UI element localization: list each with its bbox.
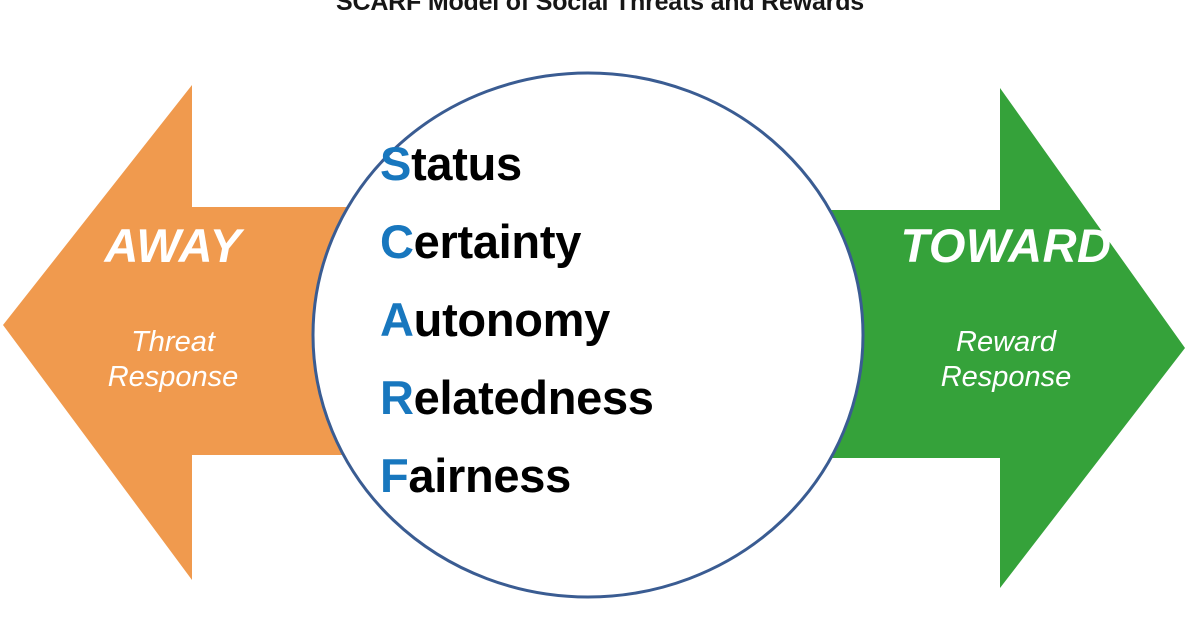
scarf-rest-autonomy: utonomy (413, 293, 611, 346)
toward-heading: TOWARD (900, 219, 1112, 272)
scarf-rest-relatedness: elatedness (413, 371, 654, 424)
away-heading: AWAY (104, 219, 242, 272)
scarf-item-certainty: Certainty (380, 218, 800, 265)
scarf-initial-r: R (380, 371, 414, 424)
scarf-initial-c: C (380, 215, 414, 268)
away-arrow-label-group: AWAY Threat Response (48, 222, 298, 396)
toward-subtitle-line2: Response (940, 361, 1072, 394)
scarf-initial-a: A (380, 293, 414, 346)
toward-arrow-label-group: TOWARD Reward Response (872, 222, 1140, 396)
scarf-rest-status: tatus (411, 137, 522, 190)
toward-subtitle: Reward Response (872, 325, 1140, 396)
scarf-item-autonomy: Autonomy (380, 296, 800, 343)
scarf-circle[interactable] (311, 71, 865, 599)
scarf-item-fairness: Fairness (380, 452, 800, 499)
scarf-initial-f: F (380, 449, 409, 502)
away-subtitle: Threat Response (48, 325, 298, 396)
away-subtitle-line1: Threat (131, 326, 215, 358)
scarf-word-list: Status Certainty Autonomy Relatedness Fa… (380, 140, 800, 499)
scarf-item-status: Status (380, 140, 800, 187)
scarf-item-relatedness: Relatedness (380, 374, 800, 421)
scarf-rest-fairness: airness (408, 449, 571, 502)
scarf-rest-certainty: ertainty (413, 215, 582, 268)
away-arrow-shape[interactable] (3, 85, 410, 580)
toward-subtitle-line1: Reward (956, 326, 1056, 358)
scarf-initial-s: S (380, 137, 412, 190)
page-title: SCARF Model of Social Threats and Reward… (335, 0, 864, 16)
away-subtitle-line2: Response (107, 361, 239, 394)
toward-arrow-shape[interactable] (778, 88, 1185, 588)
